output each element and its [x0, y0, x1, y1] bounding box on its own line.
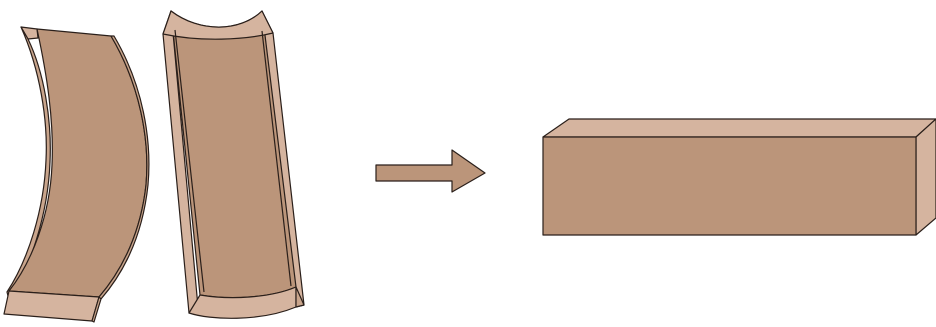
warped-board-right-inner-right — [261, 30, 292, 287]
straight-board-front-face — [542, 136, 917, 236]
warped-board-left-bottom-side — [91, 296, 102, 323]
arrow-icon — [375, 149, 486, 193]
warped-board-right — [162, 10, 305, 319]
warped-board-right-top-lip — [162, 10, 274, 40]
warped-board-right-bottom-right — [295, 286, 305, 308]
warped-board-left — [3, 26, 150, 323]
straight-board-side-face — [915, 118, 936, 236]
straight-board — [542, 118, 936, 236]
straight-board-top-face — [542, 118, 936, 138]
warped-board-right-inner-left — [174, 29, 205, 293]
transform-arrow — [375, 149, 486, 193]
warped-board-left-bottom-face — [3, 290, 100, 322]
